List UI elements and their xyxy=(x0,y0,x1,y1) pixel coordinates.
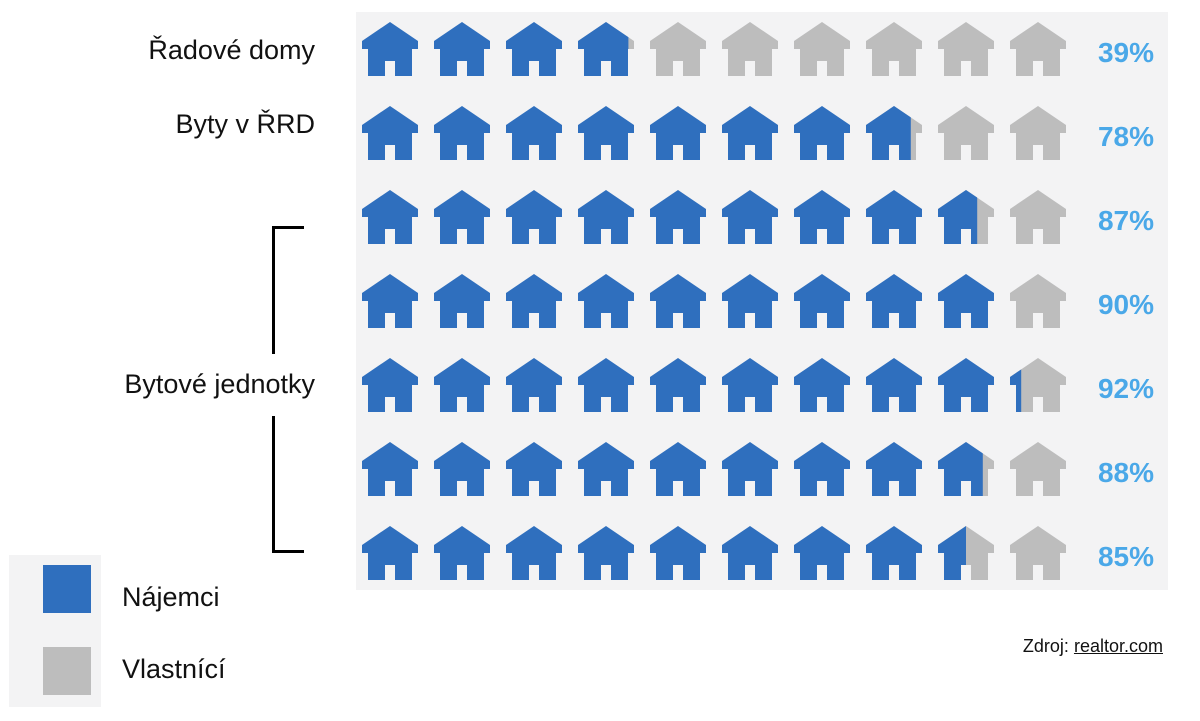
legend-swatch-renters xyxy=(43,565,91,613)
house-icon xyxy=(1010,358,1066,412)
house-icon xyxy=(938,106,994,160)
house-icon xyxy=(866,106,922,160)
house-icon xyxy=(362,442,418,496)
house-icon xyxy=(1010,106,1066,160)
house-icon xyxy=(866,22,922,76)
house-icon xyxy=(866,190,922,244)
house-icon xyxy=(578,274,634,328)
house-icon xyxy=(794,274,850,328)
house-icon xyxy=(506,22,562,76)
house-icon xyxy=(938,190,994,244)
house-icon xyxy=(434,22,490,76)
source-prefix: Zdroj: xyxy=(1022,636,1069,656)
house-icon xyxy=(578,526,634,580)
house-icon xyxy=(362,22,418,76)
percentage-label: 90% xyxy=(1097,289,1155,320)
house-icon xyxy=(434,442,490,496)
house-icon xyxy=(866,442,922,496)
house-icon xyxy=(1010,190,1066,244)
source-note: Zdroj: realtor.com xyxy=(1023,636,1163,657)
group-label-bytove-jednotky: Bytové jednotky xyxy=(124,369,315,399)
house-icon xyxy=(434,274,490,328)
house-icon xyxy=(722,358,778,412)
house-icon xyxy=(506,358,562,412)
house-icon xyxy=(1010,526,1066,580)
house-icon xyxy=(506,106,562,160)
house-icon xyxy=(506,442,562,496)
house-icon xyxy=(578,442,634,496)
house-icon xyxy=(434,190,490,244)
legend-swatch-owners xyxy=(43,647,91,695)
house-icon xyxy=(722,526,778,580)
house-icon xyxy=(362,358,418,412)
house-icon xyxy=(722,442,778,496)
group-bracket-bottom xyxy=(272,416,304,553)
percentage-label: 85% xyxy=(1097,541,1155,572)
house-icon xyxy=(794,22,850,76)
percentage-label: 88% xyxy=(1097,457,1155,488)
house-icon xyxy=(362,526,418,580)
house-icon xyxy=(362,190,418,244)
house-icon xyxy=(866,526,922,580)
house-icon xyxy=(434,358,490,412)
house-icon xyxy=(650,526,706,580)
house-icon xyxy=(1010,274,1066,328)
house-icon xyxy=(866,274,922,328)
house-icon xyxy=(938,526,994,580)
house-icon xyxy=(362,274,418,328)
house-icon xyxy=(794,106,850,160)
legend-label-renters: Nájemci xyxy=(122,582,220,612)
house-icon xyxy=(506,190,562,244)
house-icon xyxy=(434,106,490,160)
house-icon xyxy=(650,190,706,244)
house-icon xyxy=(794,358,850,412)
house-icon xyxy=(650,22,706,76)
house-icon xyxy=(938,22,994,76)
house-icon xyxy=(938,358,994,412)
group-bracket-top xyxy=(272,226,304,354)
house-icon xyxy=(722,106,778,160)
house-icon xyxy=(650,358,706,412)
house-icon xyxy=(722,274,778,328)
house-icon xyxy=(866,358,922,412)
row-label-radove-domy: Řadové domy xyxy=(148,35,315,65)
source-link[interactable]: realtor.com xyxy=(1073,636,1163,656)
house-icon xyxy=(434,526,490,580)
row-label-byty-v-rrd: Byty v ŘRD xyxy=(175,109,315,139)
house-icon xyxy=(506,526,562,580)
percentage-label: 87% xyxy=(1097,205,1155,236)
house-icon xyxy=(650,274,706,328)
house-icon xyxy=(722,190,778,244)
house-icon xyxy=(794,190,850,244)
house-icon xyxy=(938,442,994,496)
house-icon xyxy=(794,526,850,580)
house-icon xyxy=(650,442,706,496)
house-icon xyxy=(938,274,994,328)
house-icon xyxy=(578,358,634,412)
house-icon xyxy=(1010,22,1066,76)
percentage-label: 92% xyxy=(1097,373,1155,404)
percentage-label: 39% xyxy=(1097,37,1155,68)
house-icon xyxy=(1010,442,1066,496)
house-icon xyxy=(578,106,634,160)
percentage-label: 78% xyxy=(1097,121,1155,152)
house-icon xyxy=(578,190,634,244)
legend-label-owners: Vlastnící xyxy=(122,654,226,684)
house-icon xyxy=(362,106,418,160)
legend-panel xyxy=(9,555,101,707)
house-icon xyxy=(650,106,706,160)
house-icon xyxy=(506,274,562,328)
house-icon xyxy=(578,22,634,76)
house-icon xyxy=(794,442,850,496)
house-icon xyxy=(722,22,778,76)
